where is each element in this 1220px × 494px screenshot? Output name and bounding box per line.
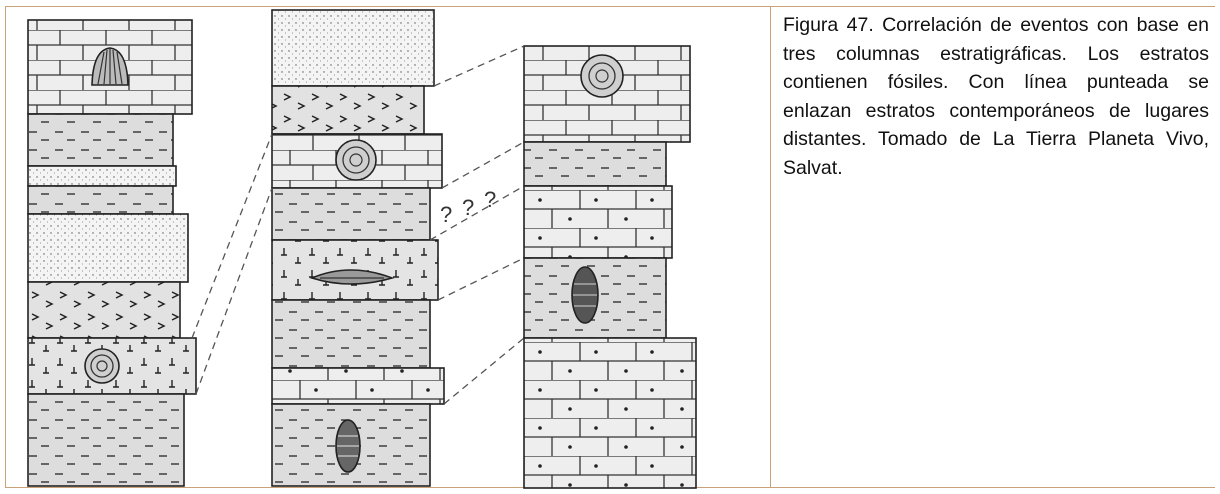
caption-cell: Figura 47. Correlación de eventos con ba… bbox=[771, 6, 1215, 488]
figure-caption: Figura 47. Correlación de eventos con ba… bbox=[783, 14, 1209, 179]
question-mark: ? bbox=[462, 195, 474, 220]
correlation-lines bbox=[191, 45, 525, 405]
column-2 bbox=[271, 9, 445, 487]
trilobite-fossil-icon bbox=[335, 419, 361, 473]
column-1 bbox=[27, 19, 197, 487]
belemnite-fossil-icon bbox=[309, 269, 395, 285]
ammonite-fossil-icon bbox=[335, 139, 377, 181]
ammonite-fossil-icon bbox=[84, 348, 120, 384]
ammonite-fossil-icon bbox=[580, 54, 624, 98]
question-mark: ? bbox=[484, 187, 496, 212]
stratigraphic-diagram: ? ? ? bbox=[27, 9, 697, 489]
question-mark: ? bbox=[440, 202, 452, 227]
question-marks: ? ? ? bbox=[440, 187, 496, 227]
column-3 bbox=[523, 45, 697, 489]
pecten-shell-fossil-icon bbox=[91, 47, 129, 86]
trilobite-fossil-icon bbox=[571, 266, 599, 324]
